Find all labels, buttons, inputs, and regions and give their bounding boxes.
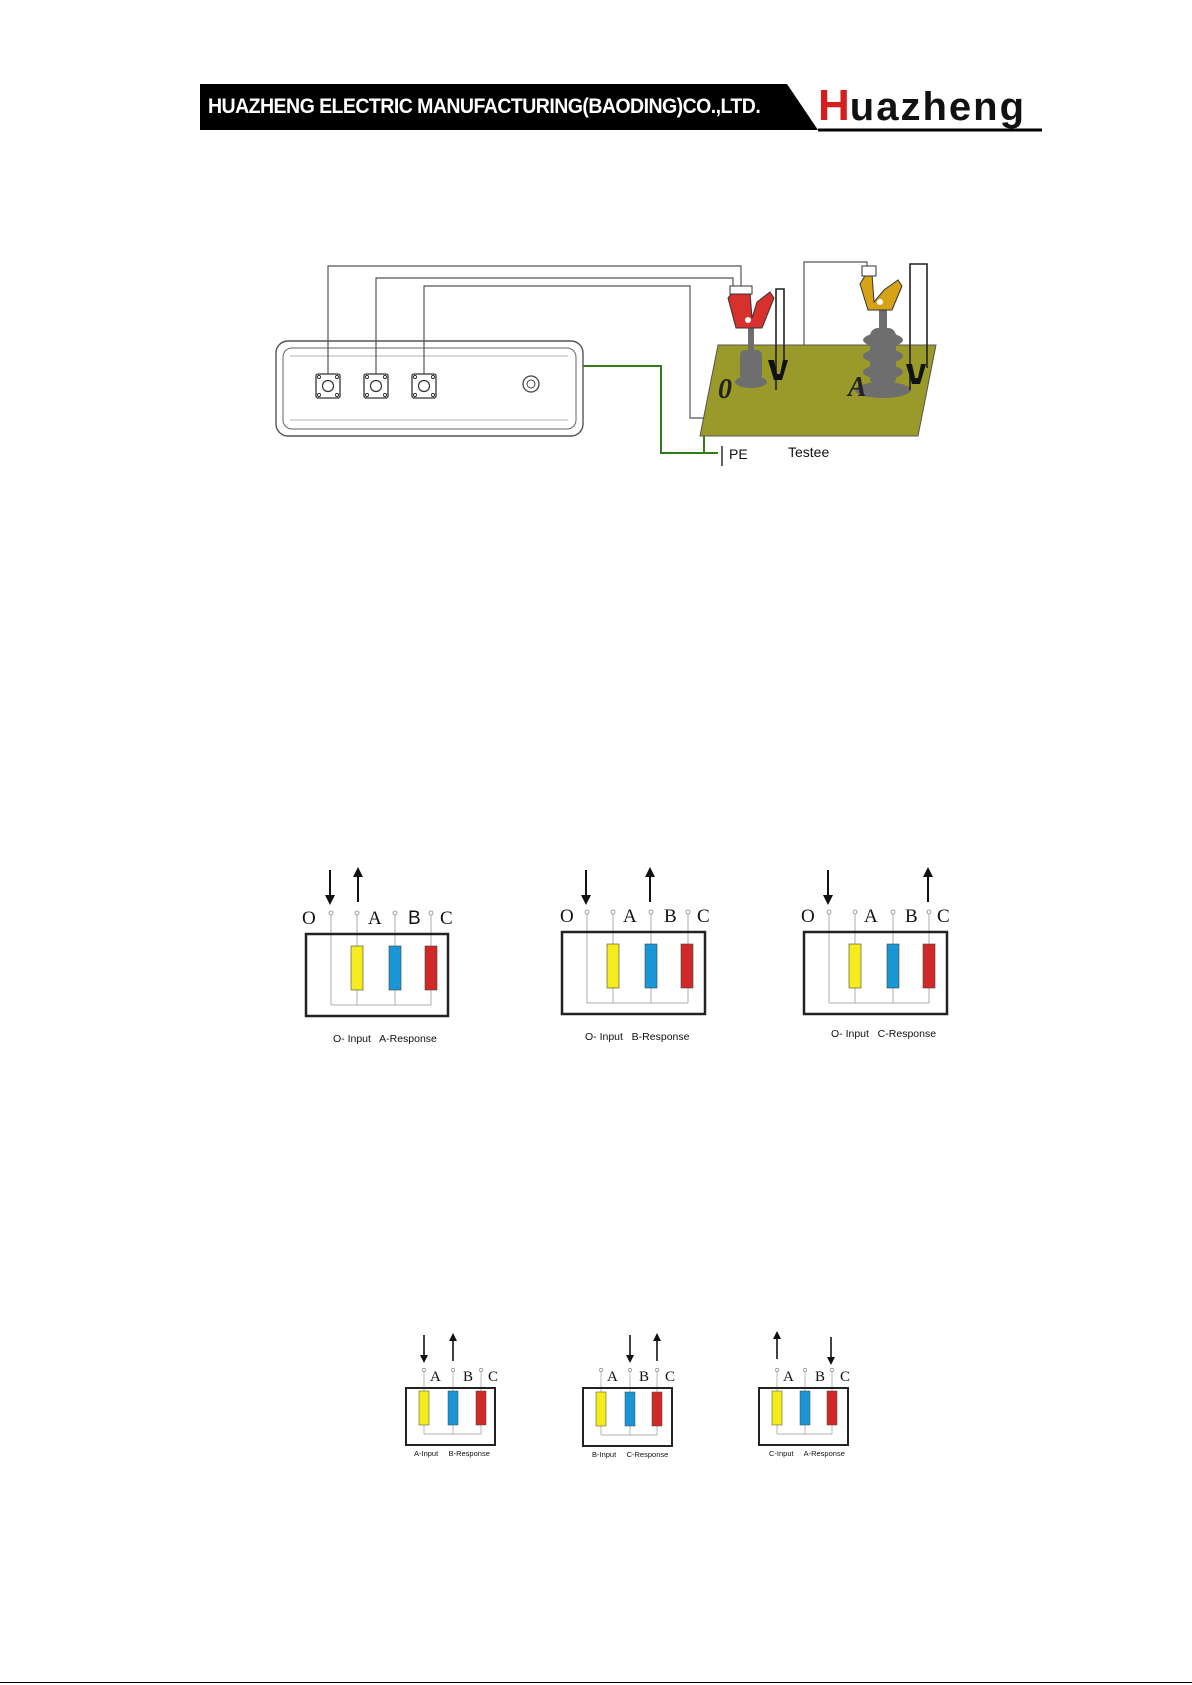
winding-a — [849, 944, 861, 988]
terminal-label: O — [801, 906, 815, 927]
terminal-label: B — [815, 1369, 825, 1385]
terminal-o-label: 0 — [718, 374, 732, 405]
schematic-a-b: A B C A-Input B-Response — [406, 1335, 498, 1458]
winding-a — [772, 1391, 782, 1425]
terminal-label: C — [840, 1369, 850, 1385]
ground-knob — [523, 376, 539, 392]
winding-b — [448, 1391, 458, 1425]
connector-2 — [364, 374, 388, 398]
caption: A-Input B-Response — [414, 1449, 490, 1458]
terminal-label: C — [937, 906, 950, 927]
caption: O- Input C-Response — [831, 1028, 936, 1040]
terminal-label: A — [430, 1369, 441, 1385]
schematic-o-b: O A B C O- Input B-Response — [560, 870, 710, 1043]
caption: C-Input A-Response — [769, 1449, 845, 1458]
footer-rule — [0, 1682, 1192, 1683]
winding-c — [681, 944, 693, 988]
terminal-label: A — [864, 906, 878, 927]
schematic-row-1: O A B C O- Input A-Response O A B C — [0, 860, 1192, 1060]
winding-c — [923, 944, 935, 988]
terminal-label: C — [488, 1369, 498, 1385]
terminal-label: A — [368, 908, 382, 929]
winding-c — [827, 1391, 837, 1425]
pe-label: PE — [729, 446, 748, 462]
winding-c — [425, 946, 437, 990]
testee-label: Testee — [788, 444, 829, 460]
connector-3 — [412, 374, 436, 398]
terminal-label: B — [639, 1369, 649, 1385]
terminal-label: B — [664, 906, 677, 927]
schematic-c-a: A B C C-Input A-Response — [759, 1335, 850, 1458]
connector-1 — [316, 374, 340, 398]
terminal-label: C — [697, 906, 710, 927]
winding-b — [800, 1391, 810, 1425]
winding-a — [351, 946, 363, 990]
winding-c — [652, 1392, 662, 1426]
page-header: HUAZHENG ELECTRIC MANUFACTURING(BAODING)… — [0, 0, 1192, 140]
wiring-diagram: 0 A PE Testee — [0, 240, 1192, 740]
winding-b — [645, 944, 657, 988]
ground-wire — [583, 366, 718, 453]
schematic-b-c: A B C B-Input C-Response — [583, 1335, 675, 1459]
schematic-o-a: O A B C O- Input A-Response — [302, 870, 453, 1045]
terminal-label: A — [623, 906, 637, 927]
yellow-clamp — [860, 266, 902, 310]
terminal-label: B — [408, 908, 421, 929]
winding-b — [887, 944, 899, 988]
brand-logo: Huazheng — [818, 84, 1026, 129]
terminal-label: A — [783, 1369, 794, 1385]
terminal-label: B — [905, 906, 918, 927]
winding-c — [476, 1391, 486, 1425]
terminal-label: C — [665, 1369, 675, 1385]
terminal-label: C — [440, 908, 453, 929]
winding-b — [625, 1392, 635, 1426]
winding-a — [596, 1392, 606, 1426]
schematic-o-c: O A B C O- Input C-Response — [801, 870, 950, 1040]
terminal-label: A — [607, 1369, 618, 1385]
red-clamp — [728, 286, 774, 328]
caption: O- Input A-Response — [333, 1033, 437, 1045]
terminal-label: O — [302, 908, 316, 929]
winding-a — [419, 1391, 429, 1425]
caption: B-Input C-Response — [592, 1450, 668, 1459]
winding-b — [389, 946, 401, 990]
brand-rest: uazheng — [850, 85, 1026, 129]
winding-a — [607, 944, 619, 988]
terminal-label: B — [463, 1369, 473, 1385]
brand-initial: H — [818, 81, 850, 130]
caption: O- Input B-Response — [585, 1031, 690, 1043]
company-name: HUAZHENG ELECTRIC MANUFACTURING(BAODING)… — [208, 95, 738, 125]
terminal-label: O — [560, 906, 574, 927]
terminal-a-label: A — [846, 372, 867, 403]
schematic-row-2: A B C A-Input B-Response A B C — [0, 1325, 1192, 1475]
